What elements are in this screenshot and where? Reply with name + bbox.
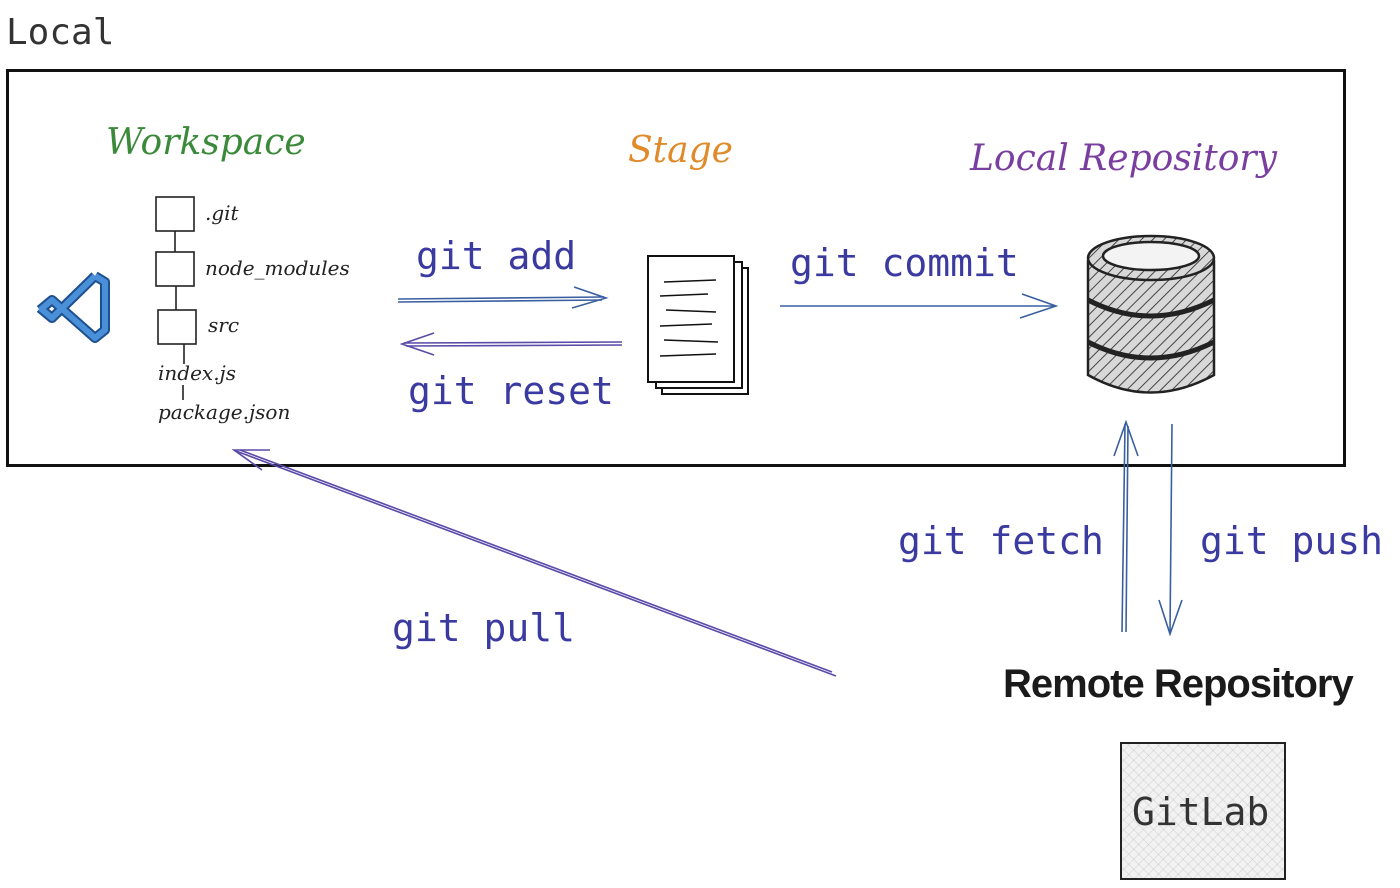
local-repository-title: Local Repository (970, 138, 1277, 179)
git-commit-arrow (780, 293, 1059, 319)
git-commit-label: git commit (790, 241, 1019, 285)
tree-label-node-modules: node_modules (205, 256, 350, 280)
git-reset-arrow (399, 332, 623, 356)
folder-src-icon (157, 309, 197, 345)
git-add-label: git add (416, 234, 577, 278)
documents-icon (647, 255, 749, 395)
database-icon (1086, 234, 1216, 394)
git-reset-label: git reset (408, 369, 614, 413)
tree-label-git: .git (205, 201, 239, 225)
git-pull-arrow (231, 449, 837, 677)
tree-label-src: src (208, 313, 240, 337)
git-fetch-arrow (1113, 419, 1139, 633)
tree-label-package: package.json (158, 400, 291, 424)
git-add-arrow (397, 286, 609, 309)
git-push-label: git push (1200, 519, 1384, 563)
folder-git-icon (155, 196, 195, 232)
vscode-icon (36, 271, 110, 343)
gitlab-box (1120, 742, 1286, 880)
stage-title: Stage (628, 130, 733, 171)
remote-repository-title: Remote Repository (1003, 662, 1354, 706)
git-fetch-label: git fetch (898, 519, 1104, 563)
workspace-title: Workspace (106, 122, 306, 163)
folder-node-modules-icon (155, 251, 195, 287)
tree-label-index: index.js (158, 361, 237, 385)
git-pull-label: git pull (392, 606, 576, 650)
gitlab-label: GitLab (1132, 790, 1270, 834)
local-title: Local (6, 12, 115, 53)
local-frame (6, 69, 1346, 467)
git-push-arrow (1158, 423, 1183, 637)
file-tree (155, 196, 197, 400)
